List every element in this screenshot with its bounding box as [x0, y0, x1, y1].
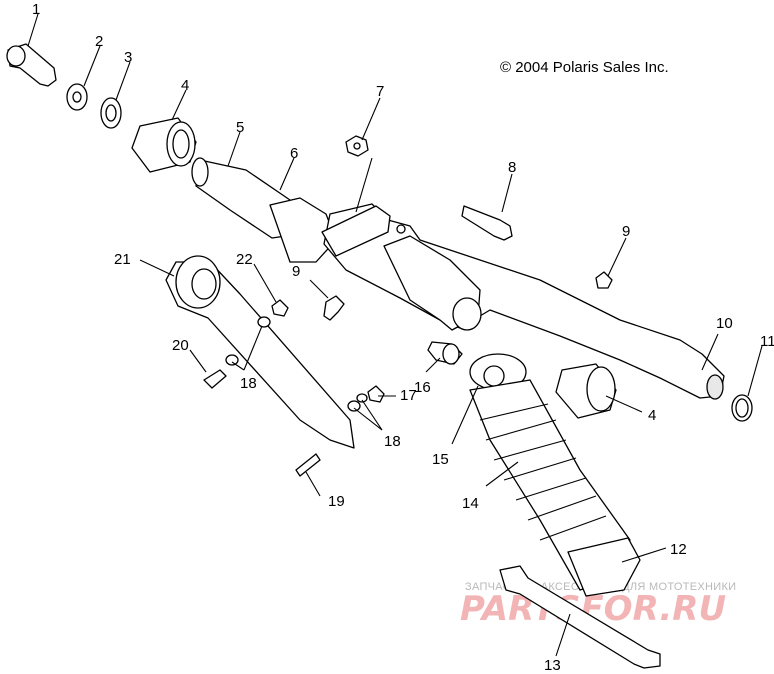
part-bushing-4-upper	[131, 117, 197, 173]
callout-4-lower: 4	[648, 407, 656, 424]
callout-2: 2	[95, 33, 103, 50]
part-bushing-16	[427, 341, 463, 365]
callout-15: 15	[432, 451, 449, 468]
callout-20: 20	[172, 337, 189, 354]
callout-22: 22	[236, 251, 253, 268]
callout-9-right: 9	[622, 223, 630, 240]
part-nut-7	[345, 135, 369, 157]
part-bolt-13	[499, 565, 661, 669]
copyright-text: © 2004 Polaris Sales Inc.	[500, 59, 669, 76]
leader-lines	[27, 13, 763, 657]
callout-9-left: 9	[292, 263, 300, 280]
part-ring-11	[731, 394, 753, 422]
callout-8: 8	[508, 159, 516, 176]
part-swingarm-10	[321, 203, 725, 400]
part-bolt-8	[461, 205, 513, 241]
callout-19: 19	[328, 493, 345, 510]
part-ring-3	[100, 97, 122, 129]
callout-11: 11	[760, 333, 774, 350]
callout-3: 3	[124, 49, 132, 66]
callout-7: 7	[376, 83, 384, 100]
part-fasteners-left	[203, 295, 385, 477]
callout-12: 12	[670, 541, 687, 558]
part-bushing-4-lower	[555, 363, 617, 419]
callout-6: 6	[290, 145, 298, 162]
part-link-arm-21	[165, 255, 355, 449]
part-shaft-5-6	[191, 157, 337, 263]
callout-14: 14	[462, 495, 479, 512]
callout-4: 4	[181, 77, 189, 94]
part-shock-14-15	[469, 353, 641, 597]
callout-18-left: 18	[240, 375, 257, 392]
part-fitting-9-right	[595, 271, 613, 289]
callout-1: 1	[32, 1, 40, 18]
callout-5: 5	[236, 119, 244, 136]
callout-21: 21	[114, 251, 131, 268]
callout-13: 13	[544, 657, 561, 674]
part-washer-2	[66, 83, 88, 111]
callout-10: 10	[716, 315, 733, 332]
part-bolt-1	[6, 43, 57, 87]
callout-16: 16	[414, 379, 431, 396]
callout-17: 17	[400, 387, 417, 404]
callout-18-right: 18	[384, 433, 401, 450]
